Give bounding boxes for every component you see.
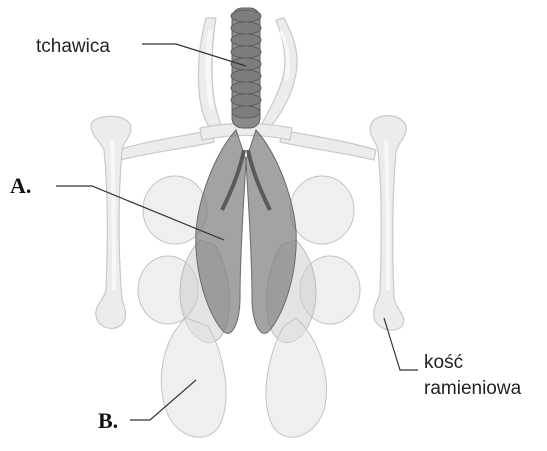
label-humerus-line2: ramieniowa bbox=[424, 378, 522, 399]
clavicle-right bbox=[262, 18, 297, 128]
lungs bbox=[196, 130, 296, 333]
label-trachea: tchawica bbox=[36, 36, 110, 57]
air-sac-cervical-right bbox=[290, 176, 354, 244]
label-b: B. bbox=[98, 408, 118, 433]
trachea bbox=[231, 8, 261, 128]
leader-trachea bbox=[142, 44, 246, 66]
label-humerus-line1: kość bbox=[424, 352, 463, 373]
label-a: A. bbox=[10, 173, 31, 198]
clavicle-left bbox=[198, 18, 222, 134]
humerus-right bbox=[370, 116, 406, 331]
